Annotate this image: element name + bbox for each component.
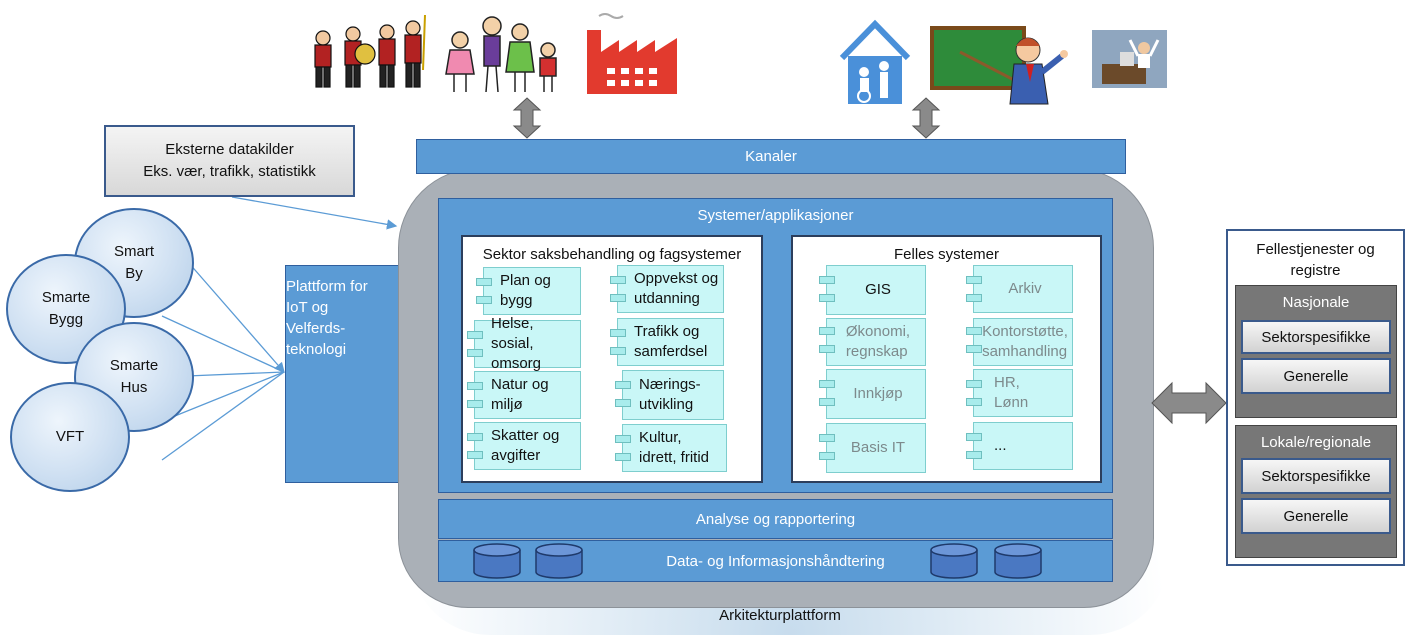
analysis-reporting-bar: Analyse og rapportering	[438, 499, 1113, 539]
channels-bar: Kanaler	[416, 139, 1126, 174]
family-icon	[445, 16, 557, 93]
module-naeringsutvikling: Nærings-utvikling	[615, 370, 724, 420]
vft-circle: VFT	[10, 382, 130, 492]
circle-label: VFT	[55, 428, 85, 445]
external-title: Eksterne datakilder	[165, 141, 294, 158]
circle-label: Smart	[113, 243, 154, 260]
module-label: GIS	[865, 281, 891, 298]
module-more: ...	[966, 422, 1073, 470]
local-sector-specific: Sektorspesifikke	[1241, 458, 1391, 494]
database-icon	[535, 543, 583, 579]
iot-line: IoT og	[286, 299, 329, 316]
local-general: Generelle	[1241, 498, 1391, 534]
module-label: Kontorstøtte,samhandling	[982, 323, 1068, 360]
architecture-platform-label: Arkitekturplattform	[719, 606, 841, 624]
national-general: Generelle	[1241, 358, 1391, 394]
office-worker-icon	[1092, 30, 1167, 88]
database-icon	[994, 543, 1042, 579]
national-group-title: Nasjonale	[1282, 293, 1350, 311]
marching-band-icon	[314, 14, 426, 88]
module-label: Basis IT	[850, 439, 906, 456]
vertical-double-arrow-icon	[911, 97, 941, 139]
sector-systems-title: Sektor saksbehandling og fagsystemer	[482, 245, 742, 263]
module-label: ...	[994, 437, 1007, 454]
module-basis-it: Basis IT	[819, 423, 926, 473]
database-icon	[473, 543, 521, 579]
vertical-double-arrow-icon	[512, 97, 542, 139]
systems-applications-title: Systemer/applikasjoner	[697, 206, 854, 224]
iot-line: Plattform for	[286, 278, 368, 295]
module-helse-sosial-omsorg: Helse, sosial,omsorg	[467, 315, 581, 372]
database-icon	[930, 543, 978, 579]
circle-label: Smarte	[41, 289, 91, 306]
common-services-title: Fellestjenester og registre	[1226, 238, 1405, 282]
module-innkjop: Innkjøp	[819, 369, 926, 419]
iot-line: teknologi	[286, 341, 347, 358]
module-hr-lonn: HR,Lønn	[966, 369, 1073, 417]
teacher-icon	[930, 26, 1068, 105]
national-group: Nasjonale Sektorspesifikke Generelle	[1235, 285, 1397, 418]
module-label: Kultur,idrett, fritid	[639, 429, 710, 466]
title-line: Fellestjenester og	[1256, 241, 1375, 258]
local-regional-group: Lokale/regionale Sektorspesifikke Genere…	[1235, 425, 1397, 558]
module-label: Arkiv	[1008, 280, 1042, 297]
national-sector-specific: Sektorspesifikke	[1241, 320, 1391, 354]
module-label: Innkjøp	[853, 385, 903, 402]
module-okonomi-regnskap: Økonomi,regnskap	[819, 318, 926, 366]
local-regional-group-title: Lokale/regionale	[1260, 433, 1372, 451]
module-gis: GIS	[819, 265, 926, 315]
module-label: HR,Lønn	[994, 374, 1029, 411]
module-label: Helse, sosial,omsorg	[491, 315, 542, 372]
module-arkiv: Arkiv	[966, 265, 1073, 313]
circle-label: Hus	[120, 379, 148, 396]
factory-icon	[587, 13, 677, 94]
circle-label: Smarte	[109, 357, 159, 374]
external-data-sources-box: Eksterne datakilder Eks. vær, trafikk, s…	[104, 125, 355, 197]
module-kultur-idrett-fritid: Kultur,idrett, fritid	[615, 424, 727, 472]
circle-label: Bygg	[48, 311, 84, 328]
data-handling-label: Data- og Informasjonshåndtering	[666, 552, 885, 570]
title-line: registre	[1290, 262, 1341, 279]
home-care-icon	[839, 19, 911, 104]
common-systems-title: Felles systemer	[893, 245, 1000, 263]
external-subtitle: Eks. vær, trafikk, statistikk	[143, 163, 316, 180]
circle-label: By	[125, 265, 143, 282]
module-label: Økonomi,regnskap	[845, 323, 911, 360]
module-kontorstotte-samhandling: Kontorstøtte,samhandling	[966, 318, 1073, 366]
horizontal-double-arrow-icon	[1151, 381, 1227, 425]
iot-line: Velferds-	[286, 320, 346, 337]
module-label: Nærings-utvikling	[639, 376, 701, 413]
